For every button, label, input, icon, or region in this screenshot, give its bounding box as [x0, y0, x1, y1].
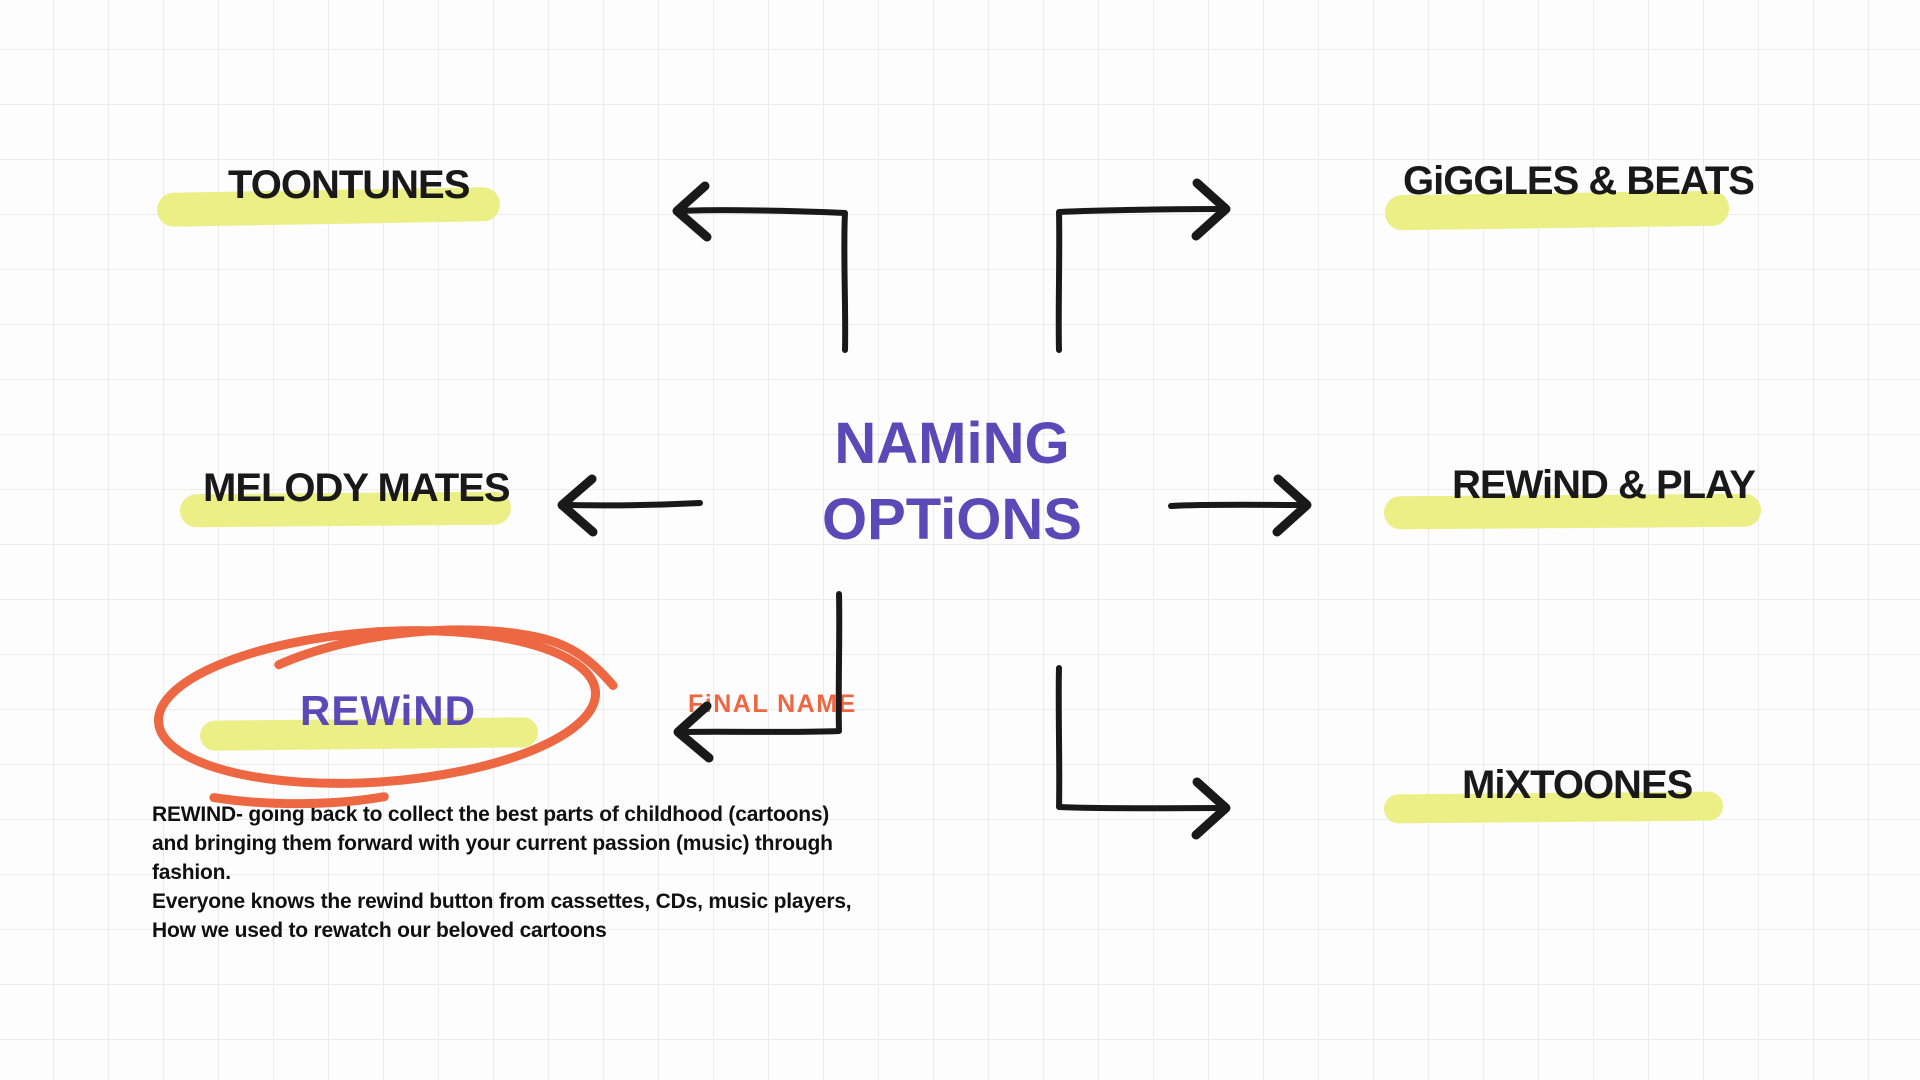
option-mixtoones[interactable]: MiXTOONES [1383, 762, 1724, 824]
connector-mid-left-arrow [557, 474, 703, 537]
option-rewind-play-label: REWiND & PLAY [1452, 463, 1756, 507]
rationale-line: fashion. [152, 861, 231, 884]
center-topic[interactable]: NAMiNG OPTiONS [802, 406, 1102, 558]
connector-mid-right-arrow [1168, 474, 1312, 537]
option-melody-mates-label: MELODY MATES [203, 466, 511, 510]
final-name-label: REWiND [300, 687, 476, 734]
option-giggles-beats-label: GiGGLES & BEATS [1403, 159, 1755, 203]
option-toontunes[interactable]: TOONTUNES [156, 162, 501, 227]
final-name-node[interactable]: REWiND [199, 687, 539, 751]
option-rewind-play[interactable]: REWiND & PLAY [1383, 462, 1762, 530]
final-name-tag-label: FiNAL NAME [688, 690, 857, 718]
option-mixtoones-label: MiXTOONES [1462, 763, 1693, 807]
option-melody-mates[interactable]: MELODY MATES [179, 465, 512, 528]
rationale-line: How we used to rewatch our beloved carto… [152, 919, 607, 942]
center-topic-label: NAMiNG OPTiONS [822, 411, 1082, 552]
rationale-text-block[interactable]: REWIND- going back to collect the best p… [152, 800, 872, 945]
rationale-line: REWIND- going back to collect the best p… [152, 803, 830, 826]
connector-bottom-right-arrow [1055, 665, 1231, 840]
option-toontunes-label: TOONTUNES [228, 163, 470, 207]
rationale-line: Everyone knows the rewind button from ca… [152, 890, 852, 913]
rationale-line: and bringing them forward with your curr… [152, 832, 833, 855]
option-giggles-beats[interactable]: GiGGLES & BEATS [1384, 158, 1755, 231]
connector-top-right-arrow [1055, 178, 1231, 353]
connector-top-left-arrow [672, 181, 849, 353]
final-name-tag[interactable]: FiNAL NAME [688, 690, 857, 719]
connector-final-name-arrow [673, 591, 843, 763]
